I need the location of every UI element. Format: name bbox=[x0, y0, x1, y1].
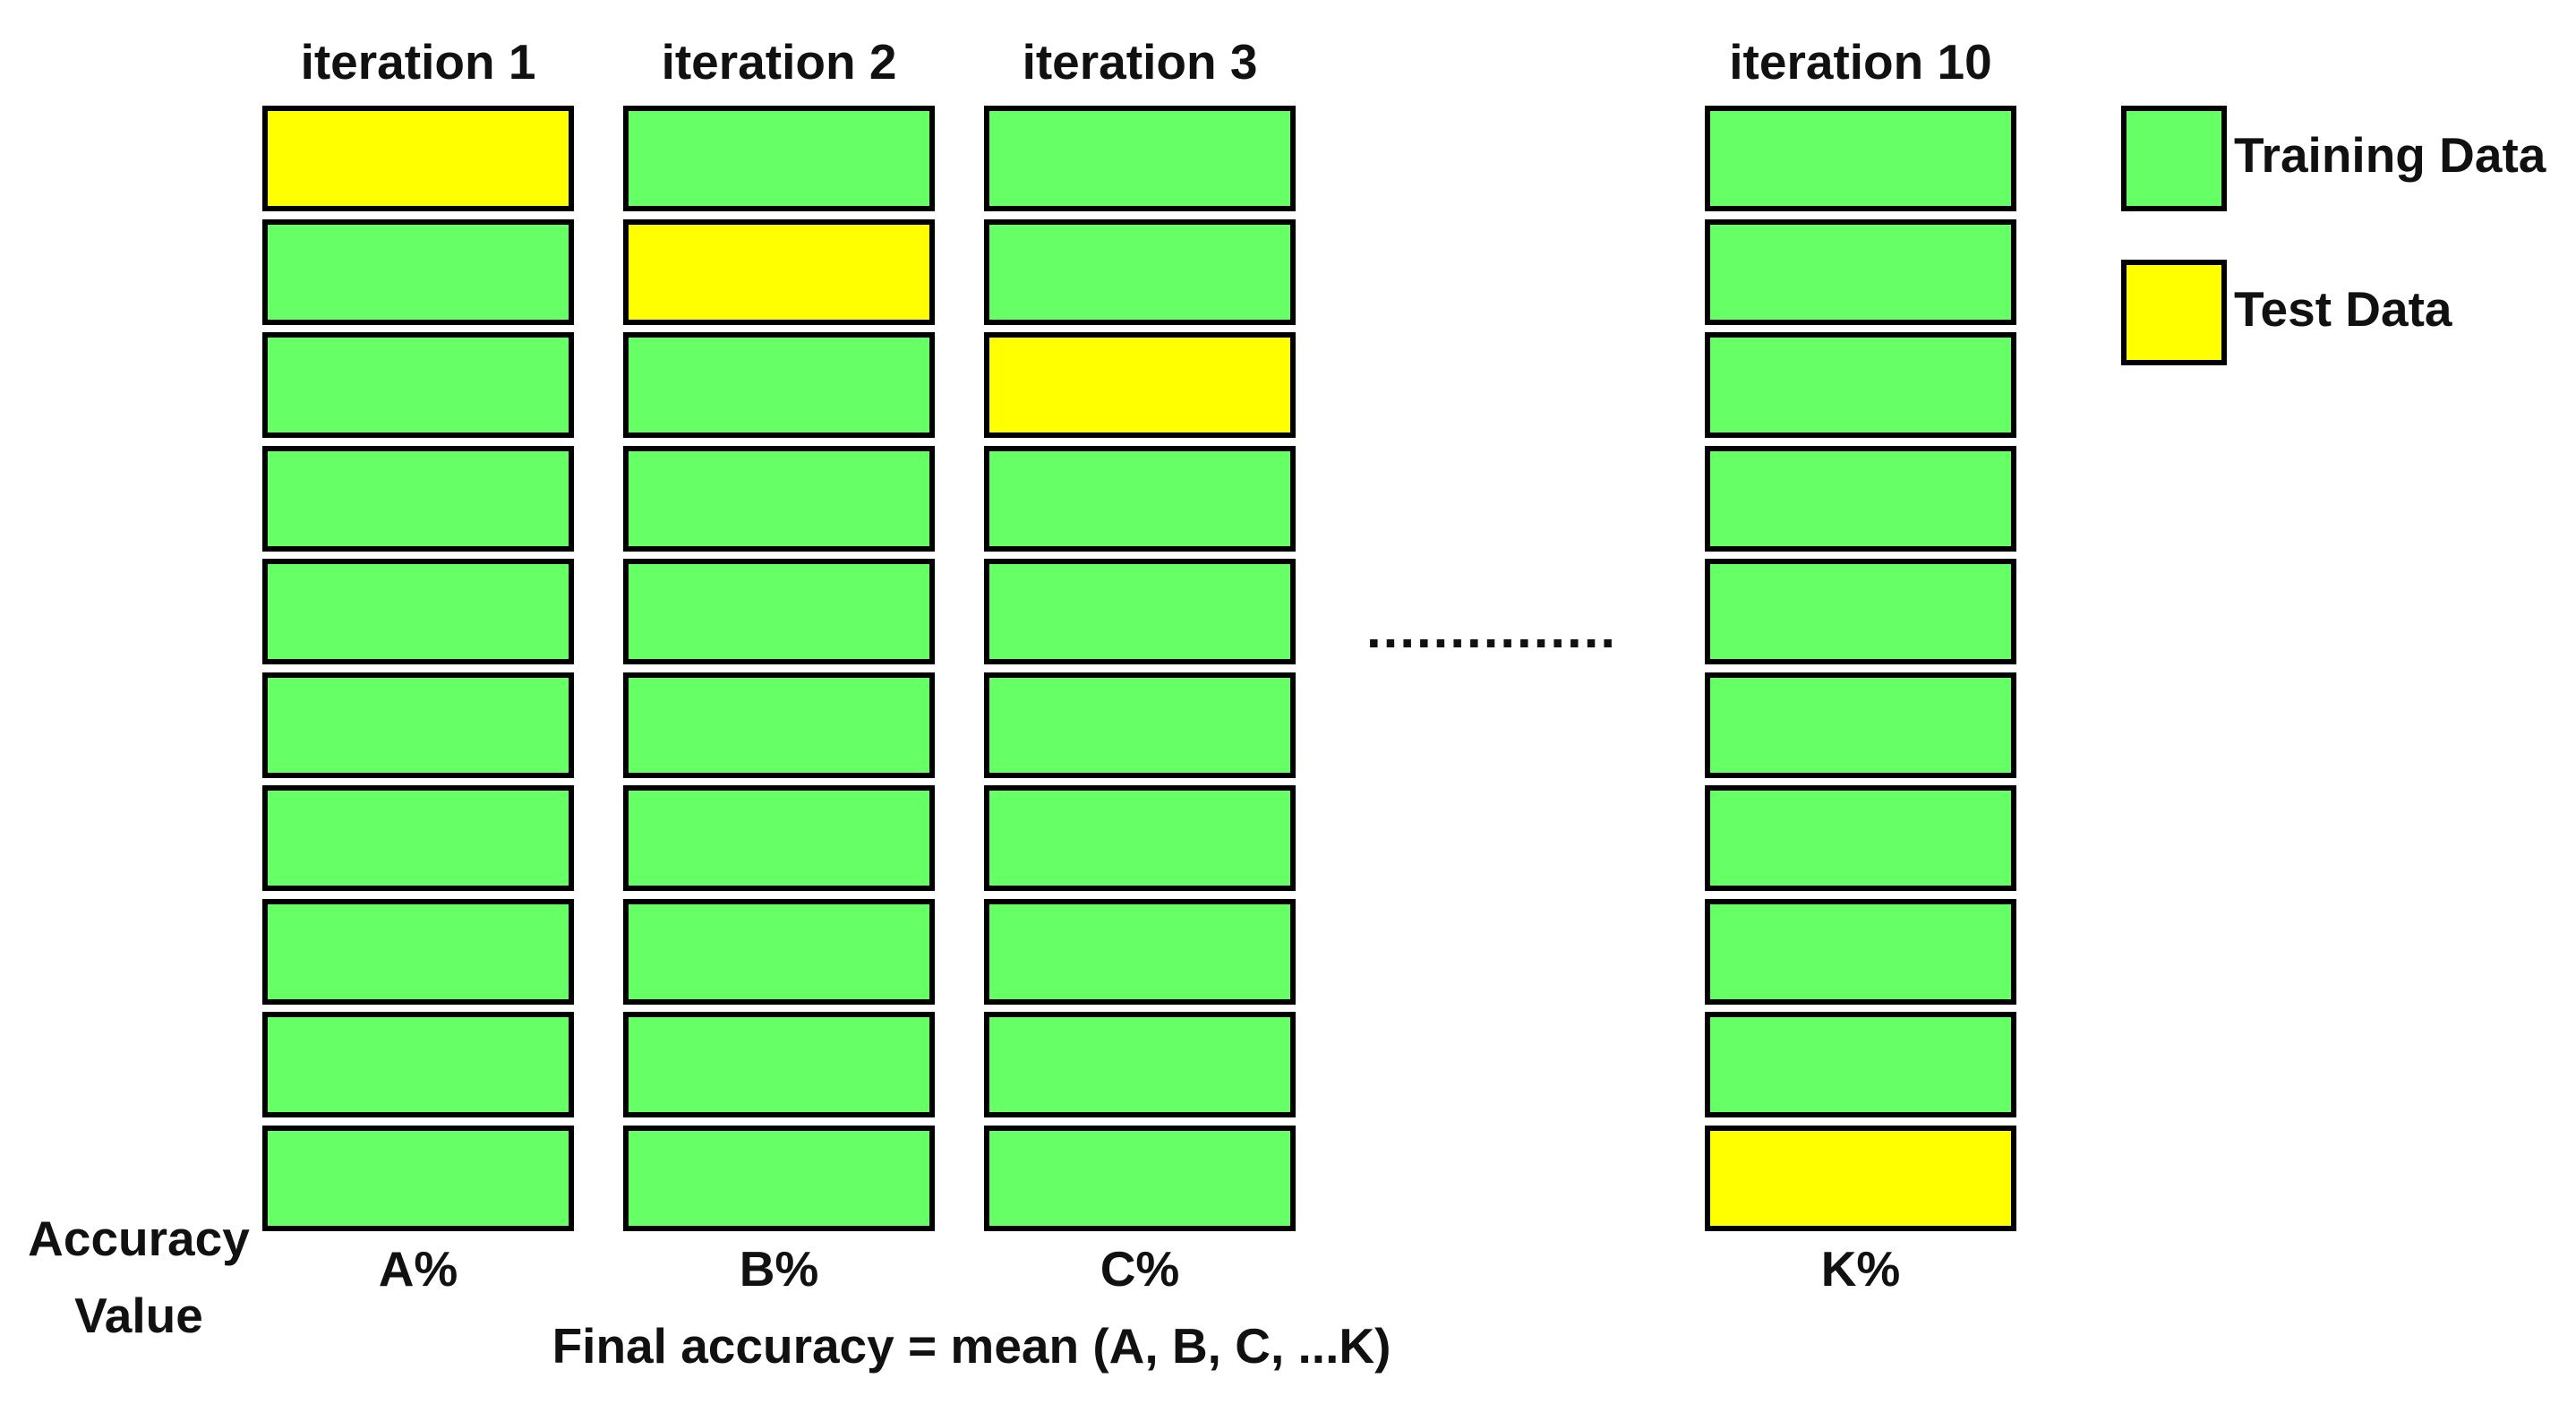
training-fold-iter4-5 bbox=[1705, 559, 2016, 664]
accuracy-label-line2: Value bbox=[74, 1288, 203, 1343]
legend-training-label: Training Data bbox=[2234, 127, 2546, 183]
test-fold-iter3-3 bbox=[984, 332, 1296, 438]
ellipsis: ............... bbox=[1366, 599, 1618, 659]
training-fold-iter2-6 bbox=[623, 672, 935, 778]
training-fold-iter1-3 bbox=[262, 332, 574, 438]
training-fold-iter1-5 bbox=[262, 559, 574, 664]
training-fold-iter3-2 bbox=[984, 219, 1296, 325]
iteration-3-title: iteration 3 bbox=[1022, 34, 1258, 90]
accuracy-value-label: Accuracy Value bbox=[18, 1200, 260, 1354]
training-fold-iter1-6 bbox=[262, 672, 574, 778]
legend-training-swatch bbox=[2121, 106, 2227, 211]
training-fold-iter1-4 bbox=[262, 446, 574, 552]
training-fold-iter3-5 bbox=[984, 559, 1296, 664]
training-fold-iter2-8 bbox=[623, 899, 935, 1005]
training-fold-iter2-5 bbox=[623, 559, 935, 664]
test-fold-iter2-2 bbox=[623, 219, 935, 325]
training-fold-iter2-7 bbox=[623, 785, 935, 891]
accuracy-iteration-1: A% bbox=[378, 1241, 458, 1297]
iteration-1-title: iteration 1 bbox=[300, 34, 536, 90]
training-fold-iter1-7 bbox=[262, 785, 574, 891]
iteration-2-title: iteration 2 bbox=[661, 34, 897, 90]
training-fold-iter4-6 bbox=[1705, 672, 2016, 778]
training-fold-iter3-6 bbox=[984, 672, 1296, 778]
training-fold-iter3-7 bbox=[984, 785, 1296, 891]
training-fold-iter3-8 bbox=[984, 899, 1296, 1005]
training-fold-iter2-10 bbox=[623, 1126, 935, 1231]
training-fold-iter4-9 bbox=[1705, 1012, 2016, 1117]
training-fold-iter3-9 bbox=[984, 1012, 1296, 1117]
training-fold-iter2-9 bbox=[623, 1012, 935, 1117]
training-fold-iter1-2 bbox=[262, 219, 574, 325]
training-fold-iter4-3 bbox=[1705, 332, 2016, 438]
training-fold-iter4-7 bbox=[1705, 785, 2016, 891]
legend-test-swatch bbox=[2121, 260, 2227, 365]
legend-test-label: Test Data bbox=[2234, 281, 2452, 337]
training-fold-iter1-8 bbox=[262, 899, 574, 1005]
accuracy-iteration-10: K% bbox=[1820, 1241, 1901, 1297]
accuracy-iteration-3: C% bbox=[1100, 1241, 1180, 1297]
training-fold-iter4-1 bbox=[1705, 106, 2016, 211]
test-fold-iter4-10 bbox=[1705, 1126, 2016, 1231]
final-accuracy-formula: Final accuracy = mean (A, B, C, ...K) bbox=[552, 1318, 1391, 1374]
training-fold-iter1-10 bbox=[262, 1126, 574, 1231]
test-fold-iter1-1 bbox=[262, 106, 574, 211]
training-fold-iter4-8 bbox=[1705, 899, 2016, 1005]
training-fold-iter2-1 bbox=[623, 106, 935, 211]
training-fold-iter4-2 bbox=[1705, 219, 2016, 325]
training-fold-iter2-4 bbox=[623, 446, 935, 552]
training-fold-iter3-1 bbox=[984, 106, 1296, 211]
accuracy-iteration-2: B% bbox=[739, 1241, 819, 1297]
accuracy-label-line1: Accuracy bbox=[28, 1211, 250, 1266]
training-fold-iter3-10 bbox=[984, 1126, 1296, 1231]
training-fold-iter4-4 bbox=[1705, 446, 2016, 552]
training-fold-iter1-9 bbox=[262, 1012, 574, 1117]
iteration-10-title: iteration 10 bbox=[1729, 34, 1992, 90]
training-fold-iter3-4 bbox=[984, 446, 1296, 552]
training-fold-iter2-3 bbox=[623, 332, 935, 438]
